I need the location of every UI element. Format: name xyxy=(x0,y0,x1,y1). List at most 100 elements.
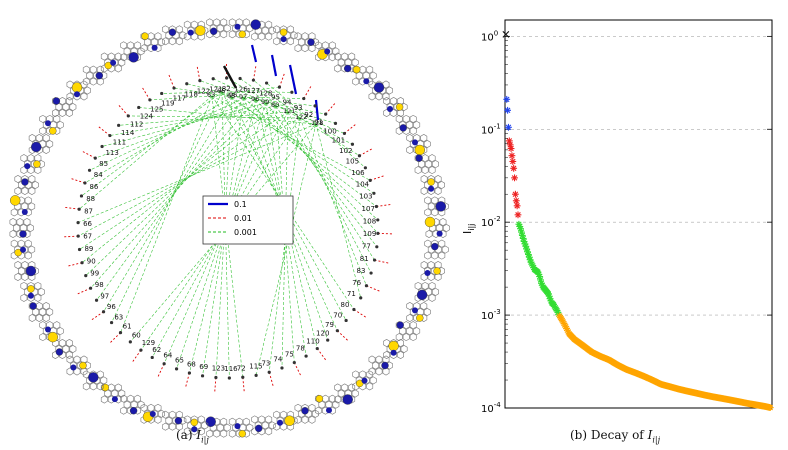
edge-0.001 xyxy=(101,102,267,147)
node-label: 73 xyxy=(261,360,270,368)
node-label: 99 xyxy=(90,269,99,277)
molecule-icon xyxy=(228,18,254,39)
molecule-icon xyxy=(424,216,450,238)
edge-0.01 xyxy=(68,262,83,267)
molecule-icon xyxy=(395,321,421,342)
edge-0.001 xyxy=(84,96,233,184)
edge-0.001 xyxy=(78,117,301,237)
molecule-icon xyxy=(383,97,408,117)
node-label: 64 xyxy=(163,352,172,360)
edge-0.01 xyxy=(91,311,104,320)
caption-b-label: (b) xyxy=(570,428,588,442)
molecule-icon xyxy=(100,383,126,404)
data-point xyxy=(512,197,520,205)
molecule-icon xyxy=(161,410,187,431)
molecule-icon xyxy=(273,410,298,431)
molecule-icon xyxy=(183,415,209,436)
node-dot xyxy=(172,86,176,90)
caption-a-sub: i|j xyxy=(201,435,209,445)
molecule-icon xyxy=(250,19,276,41)
molecule-icon xyxy=(14,175,39,195)
data-point xyxy=(502,31,510,38)
node-label: 97 xyxy=(100,292,109,300)
node-dot xyxy=(368,178,372,182)
node-dot xyxy=(304,354,308,358)
molecule-icon xyxy=(334,52,359,73)
edge-0.001 xyxy=(231,96,377,207)
node-label: 106 xyxy=(351,169,365,177)
node-label: 60 xyxy=(132,331,141,339)
molecule-icon xyxy=(39,114,64,135)
molecule-icon xyxy=(395,114,421,135)
edge-0.001 xyxy=(111,91,223,323)
molecule-icon xyxy=(294,403,319,424)
edge-0.001 xyxy=(81,105,277,263)
legend-label-0.01: 0.01 xyxy=(234,214,252,223)
node-label: 117 xyxy=(173,94,186,102)
node-dot xyxy=(225,76,229,80)
molecule-icon xyxy=(414,154,440,175)
node-dot xyxy=(326,338,330,342)
node-dot xyxy=(315,346,319,351)
molecule-icon xyxy=(9,218,34,238)
node-dot xyxy=(139,348,143,352)
node-label: 116 xyxy=(224,365,238,373)
hub-label: 128 xyxy=(311,119,323,127)
edge-0.01 xyxy=(303,86,312,99)
molecule-icon xyxy=(420,175,446,195)
node-dot xyxy=(374,204,379,209)
molecule-icon xyxy=(334,383,359,405)
hub-label: 66 xyxy=(217,87,225,95)
node-dot xyxy=(108,133,112,138)
node-dot xyxy=(160,91,164,96)
node-label: 76 xyxy=(352,279,361,287)
plot-frame xyxy=(504,19,773,409)
molecule-icon xyxy=(100,52,126,73)
node-label: 72 xyxy=(237,364,246,372)
y-tick-label: 10-1 xyxy=(481,122,501,136)
node-label: 62 xyxy=(152,346,161,354)
node-label: 122 xyxy=(197,87,210,95)
edge-0.01 xyxy=(77,287,91,295)
node-dot xyxy=(238,76,242,81)
panel-a-legend: 0.1 0.01 0.001 xyxy=(202,195,294,245)
node-dot xyxy=(376,218,380,222)
node-dot xyxy=(137,105,141,110)
node-label: 127 xyxy=(247,87,260,95)
edge-0.01 xyxy=(316,348,326,361)
molecule-icon xyxy=(368,355,393,376)
y-tick-label: 10-3 xyxy=(481,308,501,322)
node-label: 110 xyxy=(306,338,319,346)
node-dot xyxy=(227,376,231,380)
node-dot xyxy=(350,142,355,146)
series-black xyxy=(502,31,510,38)
node-dot xyxy=(251,78,256,82)
node-dot xyxy=(292,360,296,365)
node-label: 69 xyxy=(199,363,208,371)
node-dot xyxy=(174,367,179,371)
edge-0.01 xyxy=(366,285,380,292)
node-label: 68 xyxy=(187,360,196,368)
data-point xyxy=(505,137,513,145)
node-dot xyxy=(372,191,376,195)
node-label: 107 xyxy=(362,205,375,213)
edge-0.01 xyxy=(376,204,391,207)
node-label: 89 xyxy=(84,245,93,253)
molecule-icon xyxy=(161,25,187,46)
legend-label-0.001: 0.001 xyxy=(234,228,257,237)
edge-0.001 xyxy=(85,102,267,276)
node-label: 105 xyxy=(346,158,359,166)
series-blue xyxy=(503,95,512,131)
node-label: 113 xyxy=(105,149,118,157)
node-label: 103 xyxy=(359,193,372,201)
hub-label: 65 xyxy=(227,92,235,100)
node-label: 71 xyxy=(347,290,356,298)
molecule-icon xyxy=(82,65,108,86)
node-label: 82 xyxy=(222,85,231,93)
node-label: 115 xyxy=(249,363,262,371)
molecule-icon xyxy=(251,415,276,436)
molecule-icon xyxy=(352,370,377,391)
y-tick-label: 10-2 xyxy=(481,215,501,229)
